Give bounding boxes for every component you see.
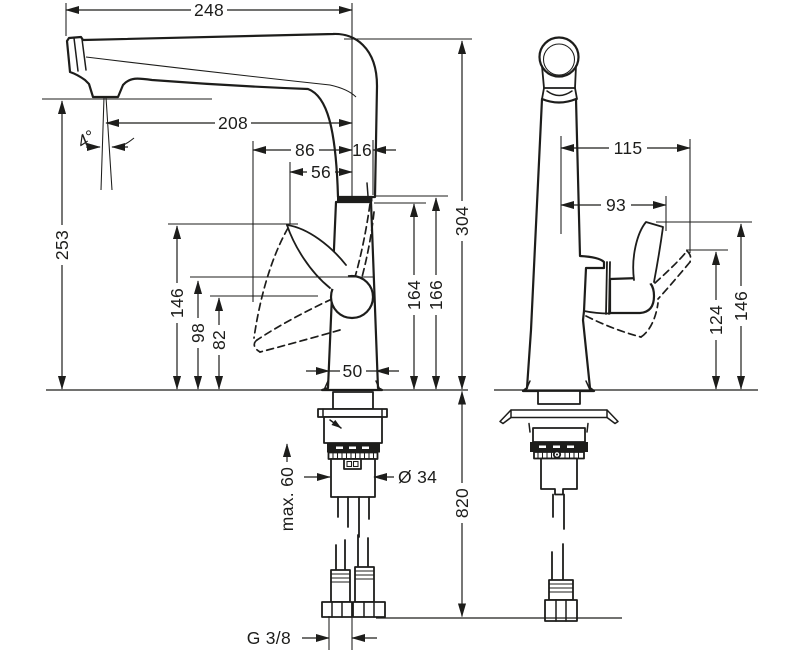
dim-124: 124 <box>706 251 726 390</box>
hose-connector <box>330 569 351 603</box>
spout-outline <box>65 32 379 199</box>
dim-label-166: 166 <box>426 280 446 310</box>
dim-label-g38: G 3/8 <box>247 628 291 648</box>
dim-304: 304 <box>452 40 472 390</box>
hose-connector <box>548 579 574 601</box>
dim-g38: G 3/8 <box>247 628 377 648</box>
dim-208: 208 <box>105 113 353 133</box>
dim-label-86: 86 <box>295 140 315 160</box>
spout-front-outer <box>538 36 580 78</box>
dim-98: 98 <box>188 280 208 390</box>
dim-label-164: 164 <box>404 280 424 310</box>
cable-tab <box>343 458 362 470</box>
dim-max60: max. 60 <box>277 443 297 531</box>
front-view <box>499 36 692 622</box>
spout-front-inner <box>542 43 576 76</box>
hose-connector <box>354 566 375 603</box>
dim-146-front: 146 <box>731 223 751 390</box>
collar <box>541 87 578 100</box>
dim-82: 82 <box>209 297 229 390</box>
dim-label-16: 16 <box>352 140 372 160</box>
handle-swivel-dashed <box>253 203 375 353</box>
dim-146-side: 146 <box>167 225 187 390</box>
collar-smile <box>546 90 573 97</box>
dim-86: 86 <box>252 140 353 160</box>
hoses-upper <box>337 496 370 538</box>
extension-lines <box>42 3 752 650</box>
dim-label-146-front: 146 <box>731 291 751 321</box>
body-column-front <box>521 97 606 393</box>
undercounter-side <box>317 391 388 618</box>
dim-label-93: 93 <box>606 195 626 215</box>
dim-16: 16 <box>352 140 396 160</box>
dim-label-304: 304 <box>452 206 472 236</box>
winged-plate <box>499 409 619 425</box>
dim-label-820: 820 <box>452 488 472 518</box>
mounting-body <box>532 427 586 443</box>
toothed-washer <box>327 451 379 460</box>
side-view <box>65 32 388 618</box>
dim-label-124: 124 <box>706 305 726 335</box>
spout-neck-line <box>366 182 369 197</box>
spout-chamfer-line <box>85 56 357 98</box>
dim-label-208: 208 <box>218 113 248 133</box>
dim-label-248: 248 <box>194 0 224 20</box>
mount-direction-arrow <box>329 419 342 429</box>
handle-front <box>583 221 664 315</box>
dim-166: 166 <box>426 197 446 390</box>
spout-cap-lines <box>73 37 87 72</box>
dim-820: 820 <box>452 390 472 618</box>
foot-creases <box>525 380 591 391</box>
handle-side <box>286 224 375 320</box>
dim-56: 56 <box>289 162 353 182</box>
hex-nut <box>321 601 353 618</box>
hoses-lower <box>335 534 369 571</box>
hex-nut <box>352 601 386 618</box>
dim-label-50: 50 <box>342 361 362 381</box>
dim-label-98: 98 <box>188 323 208 343</box>
dim-label-146-side: 146 <box>167 288 187 318</box>
dim-dia34: Ø 34 <box>304 467 437 487</box>
dim-248: 248 <box>65 0 353 20</box>
dim-253: 253 <box>52 100 72 390</box>
hex-nut <box>544 599 578 622</box>
dim-93: 93 <box>560 195 667 215</box>
dim-115: 115 <box>560 138 691 158</box>
dim-label-4deg: 4° <box>73 126 98 152</box>
dim-label-dia34: Ø 34 <box>398 467 437 487</box>
swivel-seam <box>337 196 373 202</box>
dim-label-115: 115 <box>614 138 643 158</box>
dim-label-56: 56 <box>311 162 331 182</box>
handle-swivel-dashed-front <box>585 250 692 338</box>
mounting-body <box>323 416 383 444</box>
neck-tangents <box>541 65 577 89</box>
hoses-lower <box>551 543 564 581</box>
foot-creases <box>323 380 381 391</box>
dim-50: 50 <box>306 361 399 381</box>
undercounter-front <box>499 390 619 622</box>
dim-164: 164 <box>404 203 424 390</box>
shank <box>540 457 578 496</box>
hoses-upper <box>552 493 565 530</box>
dim-label-82: 82 <box>209 330 229 350</box>
dim-4deg: 4° <box>73 126 135 152</box>
dim-label-max60: max. 60 <box>277 467 297 531</box>
mounting-plate <box>317 408 388 418</box>
dim-label-253: 253 <box>52 230 72 260</box>
